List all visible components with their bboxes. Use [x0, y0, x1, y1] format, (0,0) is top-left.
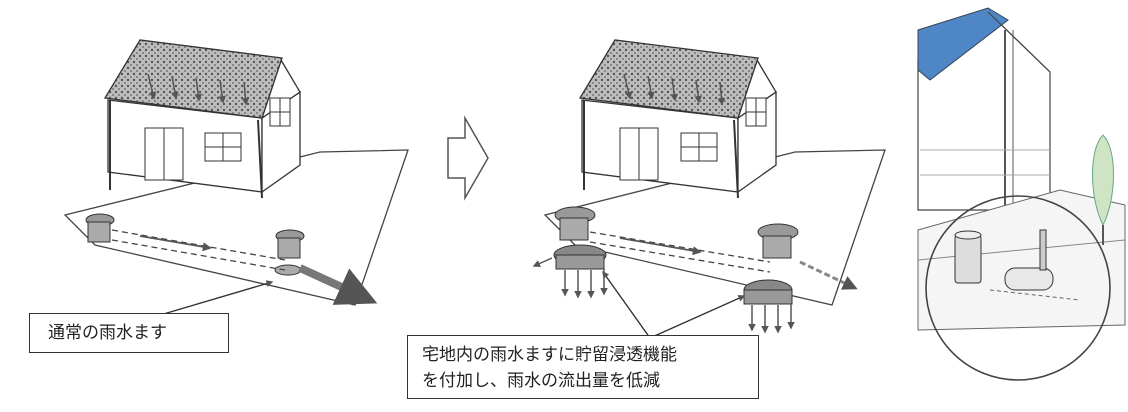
scene-house-tank — [917, 7, 1126, 381]
label-infiltration-basin: 宅地内の雨水ますに貯留浸透機能 を付加し、雨水の流出量を低減 — [407, 335, 759, 399]
label-normal-basin: 通常の雨水ます — [29, 313, 229, 353]
rain-arrow-icon — [623, 73, 726, 106]
label-improved-line2: を付加し、雨水の流出量を低減 — [422, 371, 660, 391]
scene-infiltration-basin — [532, 39, 886, 339]
roof-blue — [917, 7, 1009, 81]
outflow-arrow — [298, 264, 378, 305]
house-icon — [103, 39, 301, 199]
label-normal-text: 通常の雨水ます — [48, 323, 167, 343]
reduced-outflow-arrow — [799, 260, 858, 290]
scene-normal-basin — [63, 39, 409, 319]
detail-circle — [925, 195, 1111, 381]
tree-icon — [1092, 134, 1114, 245]
infiltration-basin-icon — [532, 244, 608, 299]
label-improved-line1: 宅地内の雨水ますに貯留浸透機能 — [422, 345, 677, 365]
rain-arrow-icon — [147, 73, 250, 106]
house-icon — [578, 39, 777, 199]
transition-arrow-icon — [447, 115, 489, 201]
infiltration-basin-icon — [743, 279, 795, 334]
tank-icon — [954, 229, 1081, 301]
